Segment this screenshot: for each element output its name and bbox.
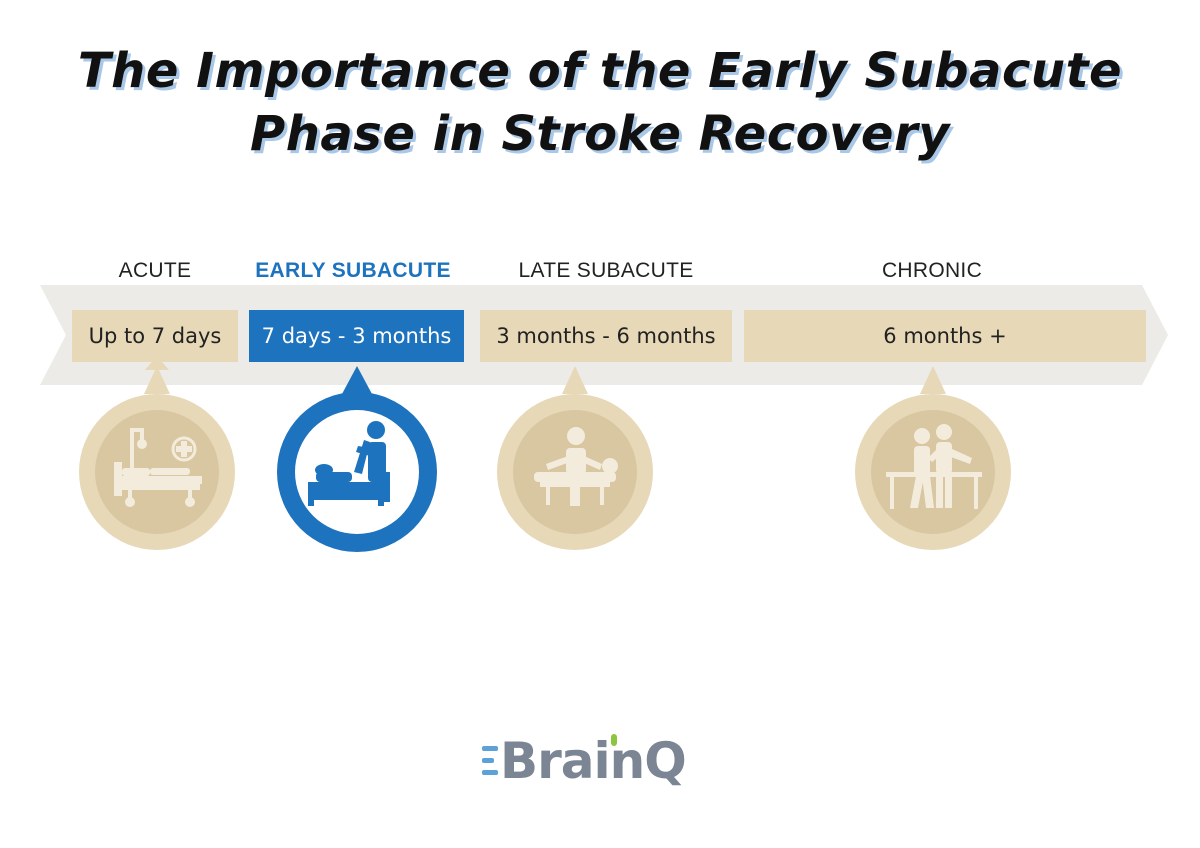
logo-text: BrainQ — [500, 732, 687, 790]
stage-label-early-subacute: EARLY SUBACUTE — [255, 259, 451, 282]
page-title: The Importance of the Early Subacute Pha… — [0, 40, 1200, 166]
bedside-therapy-icon — [308, 421, 390, 506]
title-line-2: Phase in Stroke Recovery — [250, 106, 950, 162]
stage-label-acute: ACUTE — [118, 259, 192, 282]
duration-early-subacute: 7 days - 3 months — [249, 310, 464, 362]
duration-chronic: 6 months + — [744, 310, 1146, 362]
duration-late-subacute: 3 months - 6 months — [480, 310, 732, 362]
stage-label-chronic: CHRONIC — [881, 259, 983, 282]
pin-chronic — [855, 366, 1011, 550]
pin-late-subacute — [497, 366, 653, 550]
brainq-logo-icon — [482, 746, 498, 775]
pin-acute — [79, 360, 235, 550]
logo-leaf-icon — [611, 734, 617, 746]
hospital-bed-icon — [114, 428, 202, 507]
title-line-1: The Importance of the Early Subacute — [77, 43, 1123, 99]
duration-acute: Up to 7 days — [72, 310, 238, 362]
massage-therapy-icon — [534, 427, 618, 506]
walking-rehab-icon — [886, 424, 982, 509]
pin-early-subacute — [277, 366, 437, 552]
brainq-logo: BrainQ — [482, 730, 722, 792]
stage-label-late-subacute: LATE SUBACUTE — [518, 259, 694, 282]
